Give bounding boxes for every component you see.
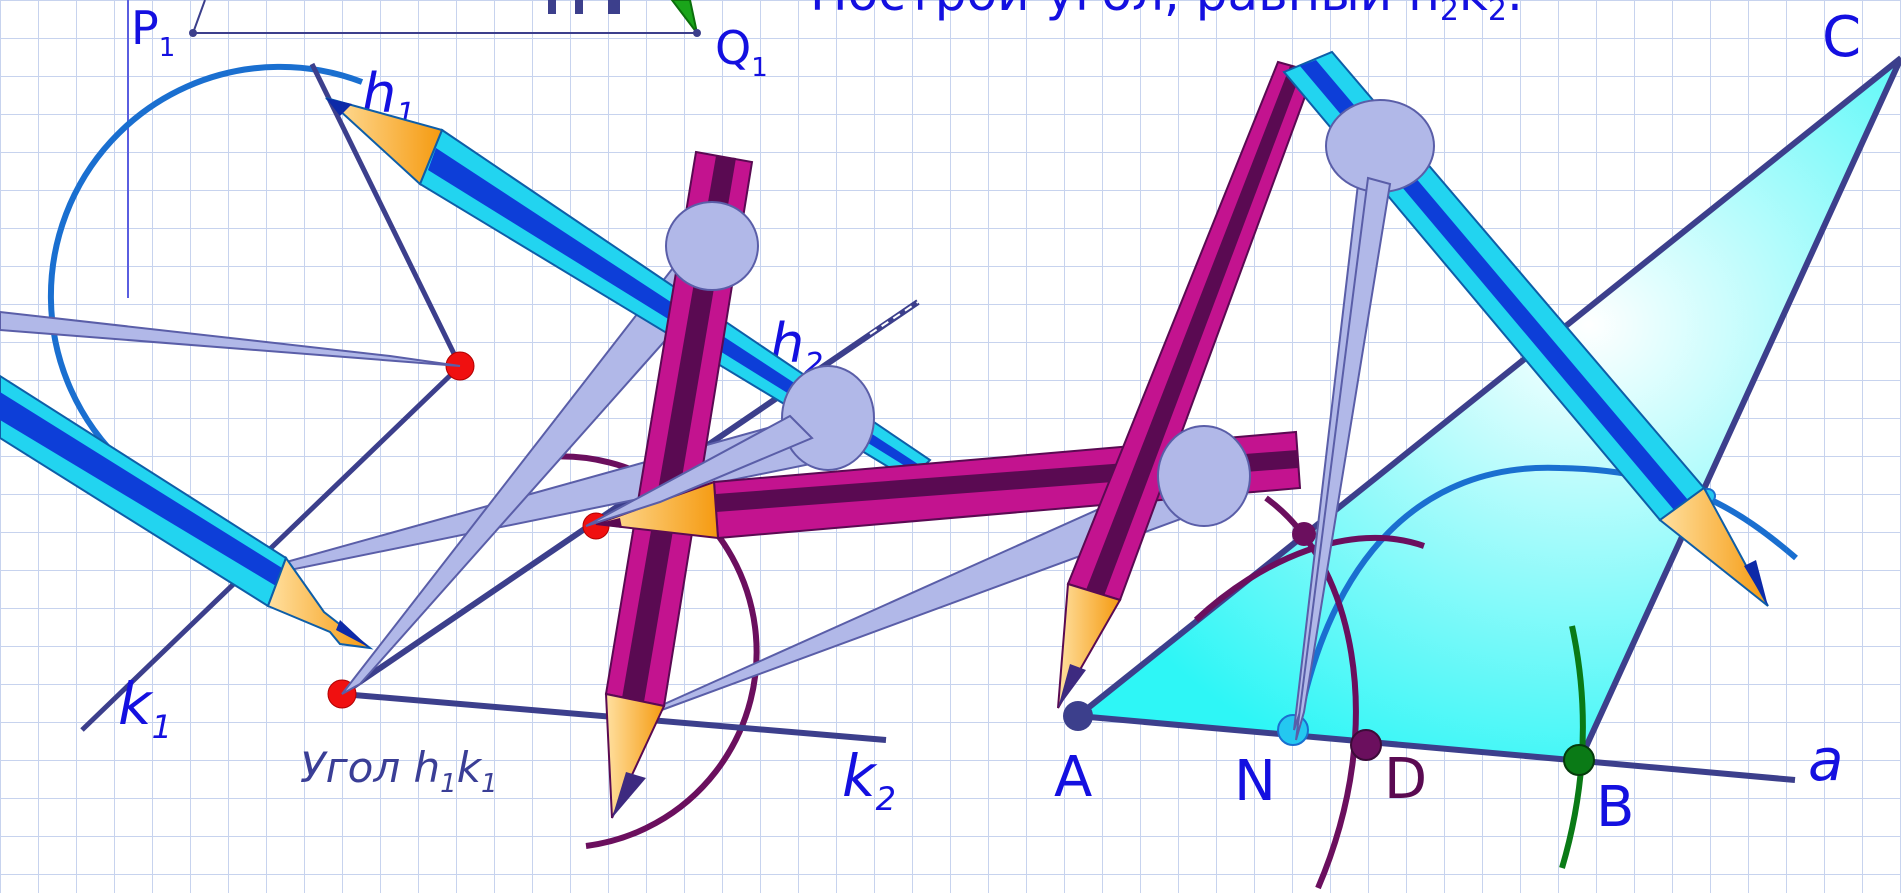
ray-h1	[309, 62, 463, 368]
pencil-icon	[0, 374, 374, 650]
point-q1-label: Q1	[715, 21, 768, 83]
point-n	[1277, 714, 1309, 746]
point-n-label: N	[1234, 749, 1276, 814]
point-p1-label: P1	[131, 1, 175, 63]
segment-p1q1	[127, 0, 701, 298]
ray-a	[1077, 713, 1796, 783]
compass-head-icons	[665, 99, 1435, 527]
angle-caption: Угол h1k1	[300, 743, 498, 799]
compass-icon	[585, 176, 1392, 741]
ray-a-label: a	[1808, 726, 1844, 794]
point-a	[1063, 701, 1093, 731]
point-arc-intersection	[1292, 522, 1316, 546]
arc-green-right	[1559, 625, 1586, 869]
point-b	[1563, 744, 1595, 776]
point-a-label: A	[1054, 745, 1092, 810]
point-b-label: B	[1596, 775, 1634, 840]
point-d	[1350, 729, 1382, 761]
ray-k2-label: k2	[842, 742, 896, 818]
ray-k1-label: k1	[118, 670, 172, 746]
point-d-label: D	[1384, 747, 1427, 812]
triangle-abc	[1076, 55, 1901, 762]
point-c-label: C	[1822, 5, 1861, 70]
